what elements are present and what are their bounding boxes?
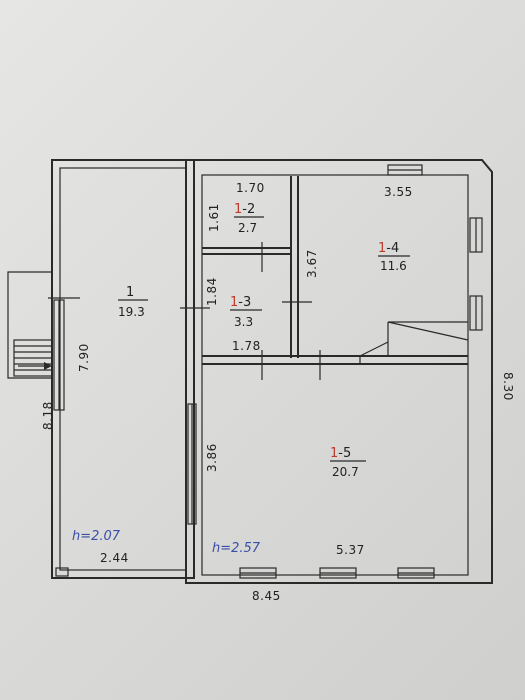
room-number: 1-5 [330,446,351,461]
entrance-porch [7,271,53,379]
dim-7-90: 7.90 [77,343,91,372]
dim-3-86: 3.86 [205,443,219,472]
room-label-1-4: 1-4 11.6 [378,241,410,273]
height-label-right: h=2.57 [212,541,261,556]
room-area: 20.7 [332,465,359,479]
dimension-labels: 1.70 1.61 3.55 3.67 1.84 1.78 7.90 8.18 … [41,181,515,603]
room-label-1-5: 1-5 20.7 [330,446,366,479]
room-number: 1-4 [378,241,399,256]
dim-3-55: 3.55 [384,185,413,199]
dim-1-61: 1.61 [207,203,221,232]
room-label-1-3: 1-3 3.3 [230,295,262,329]
ceiling-heights: h=2.07 h=2.57 [72,529,261,556]
room-number: 1-2 [234,202,255,217]
room-label-1-2: 1-2 2.7 [234,202,264,235]
dim-3-67: 3.67 [305,249,319,278]
interior-partitions [202,176,469,365]
dim-1-84: 1.84 [205,277,219,306]
wall-right-block [185,159,493,584]
room-number: 1 [126,285,134,300]
room-area: 3.3 [234,315,253,329]
room-area: 11.6 [380,259,407,273]
height-label-left: h=2.07 [72,529,121,544]
dim-1-70: 1.70 [236,181,265,195]
room-label-1: 1 19.3 [118,285,148,319]
door-marks [48,242,321,380]
dim-8-30: 8.30 [501,372,515,401]
room-number: 1-3 [230,295,251,310]
wall-left-block [51,159,195,579]
room-area: 19.3 [118,305,145,319]
dim-1-78: 1.78 [232,339,261,353]
windows [53,164,483,579]
room-area: 2.7 [238,221,257,235]
dim-8-45: 8.45 [252,589,281,603]
dim-8-18: 8.18 [41,401,55,430]
dim-2-44: 2.44 [100,551,129,565]
dim-5-37: 5.37 [336,543,365,557]
